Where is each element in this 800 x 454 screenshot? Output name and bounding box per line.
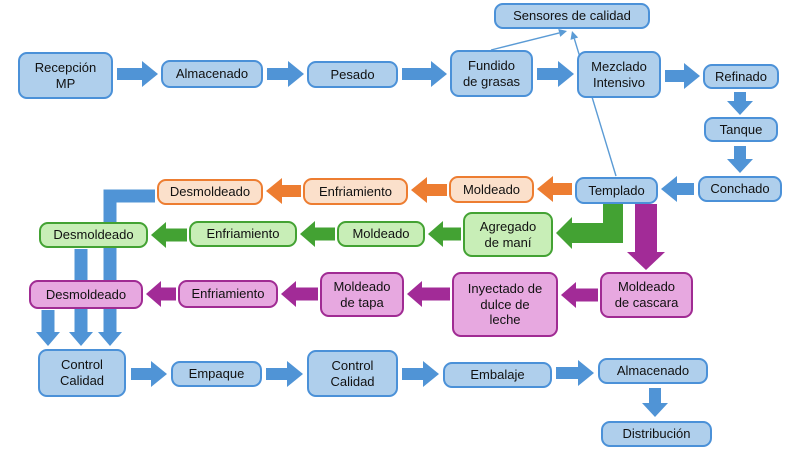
node-enfriamiento-mani: Enfriamiento: [189, 221, 297, 247]
arrow-templado-to-moldeado-choc: [537, 176, 572, 202]
node-conchado: Conchado: [698, 176, 782, 202]
node-moldeado-chocolate: Moldeado: [449, 176, 534, 203]
node-pesado: Pesado: [307, 61, 398, 88]
node-label: Pesado: [330, 66, 375, 82]
node-label: Empaque: [188, 366, 245, 382]
node-label: Sensores de calidad: [513, 8, 631, 24]
node-label: Fundido de grasas: [462, 57, 521, 89]
arrow-mezclado-to-refinado: [665, 63, 700, 89]
node-distribucion: Distribución: [601, 421, 712, 447]
node-desmoldeado-chocolate: Desmoldeado: [157, 179, 263, 205]
node-label: Enfriamiento: [319, 183, 392, 199]
arrow-fundido-to-sensores-line: [490, 29, 567, 51]
node-moldeado-mani: Moldeado: [337, 221, 425, 247]
arrow-conchado-to-templado: [661, 176, 694, 202]
arrow-control2-to-embalaje: [402, 361, 439, 387]
arrow-desmoldeado-choc-to-control: [98, 189, 155, 346]
arrow-templado-to-agregado-mani: [556, 204, 623, 249]
arrow-pesado-to-fundido: [402, 61, 447, 87]
node-label: Moldeado de cascara: [614, 279, 679, 310]
node-label: Embalaje: [470, 367, 525, 383]
node-tanque: Tanque: [704, 117, 778, 142]
node-label: Desmoldeado: [169, 184, 251, 200]
node-label: Inyectado de dulce de leche: [467, 280, 543, 328]
node-label: Moldeado de tapa: [333, 278, 391, 310]
node-label: Moldeado: [462, 181, 521, 197]
node-moldeado-de-cascara: Moldeado de cascara: [600, 272, 693, 318]
node-enfriamiento-relleno: Enfriamiento: [178, 280, 278, 308]
arrow-almacenado-to-distribucion: [642, 388, 668, 417]
arrow-almacenado-to-pesado: [267, 61, 304, 87]
node-label: Almacenado: [616, 363, 690, 379]
arrow-fundido-to-mezclado: [537, 61, 574, 87]
arrow-tanque-to-conchado: [727, 146, 753, 173]
arrow-enfriamiento-to-desmoldeado-choc: [266, 178, 301, 204]
node-desmoldeado-mani: Desmoldeado: [39, 222, 148, 248]
node-enfriamiento-chocolate: Enfriamiento: [303, 178, 408, 205]
node-label: Refinado: [714, 68, 768, 84]
arrow-enfriamiento-to-desmoldeado-relleno: [146, 281, 176, 307]
arrow-templado-to-moldeado-cascara: [627, 204, 665, 270]
node-almacenado-1: Almacenado: [161, 60, 263, 88]
node-control-calidad-2: Control Calidad: [307, 350, 398, 397]
arrow-desmoldeado-relleno-to-control: [36, 310, 60, 346]
node-label: Tanque: [719, 121, 763, 137]
arrow-agregado-to-moldeado-mani: [428, 221, 461, 247]
node-label: Control Calidad: [330, 357, 375, 389]
node-label: Conchado: [710, 181, 770, 197]
node-inyectado-dulce-de-leche: Inyectado de dulce de leche: [452, 272, 558, 337]
node-refinado: Refinado: [703, 64, 779, 89]
node-label: Desmoldeado: [45, 286, 127, 302]
arrow-tapa-to-enfriamiento-relleno: [281, 281, 318, 307]
node-label: Recepción MP: [34, 59, 97, 91]
arrow-empaque-to-control2: [266, 361, 303, 387]
node-label: Enfriamiento: [206, 226, 280, 242]
node-control-calidad-1: Control Calidad: [38, 349, 126, 397]
arrow-cascara-to-inyectado: [561, 282, 598, 308]
arrow-refinado-to-tanque: [727, 92, 753, 115]
arrow-moldeado-to-enfriamiento-choc: [411, 177, 447, 203]
node-moldeado-de-tapa: Moldeado de tapa: [320, 272, 404, 317]
node-label: Templado: [588, 182, 645, 198]
arrow-enfriamiento-to-desmoldeado-mani: [151, 222, 187, 248]
node-label: Control Calidad: [59, 357, 105, 388]
node-label: Enfriamiento: [191, 286, 265, 302]
node-label: Mezclado Intensivo: [591, 58, 647, 90]
arrow-embalaje-to-almacenado: [556, 360, 594, 386]
node-label: Desmoldeado: [53, 227, 134, 243]
arrow-control1-to-empaque: [131, 361, 167, 387]
node-label: Moldeado: [352, 226, 410, 242]
node-fundido-de-grasas: Fundido de grasas: [450, 50, 533, 97]
node-desmoldeado-relleno: Desmoldeado: [29, 280, 143, 309]
node-mezclado-intensivo: Mezclado Intensivo: [577, 51, 661, 98]
node-label: Agregado de maní: [479, 218, 537, 250]
node-sensores-de-calidad: Sensores de calidad: [494, 3, 650, 29]
node-agregado-de-mani: Agregado de maní: [463, 212, 553, 257]
arrow-recepcion-to-almacenado: [117, 61, 158, 87]
node-embalaje: Embalaje: [443, 362, 552, 388]
node-empaque: Empaque: [171, 361, 262, 387]
node-almacenado-2: Almacenado: [598, 358, 708, 384]
arrow-moldeado-to-enfriamiento-mani: [300, 221, 335, 247]
node-recepcion-mp: Recepción MP: [18, 52, 113, 99]
node-templado: Templado: [575, 177, 658, 204]
arrow-inyectado-to-tapa: [407, 281, 450, 307]
node-label: Almacenado: [175, 66, 249, 82]
node-label: Distribución: [622, 426, 691, 442]
